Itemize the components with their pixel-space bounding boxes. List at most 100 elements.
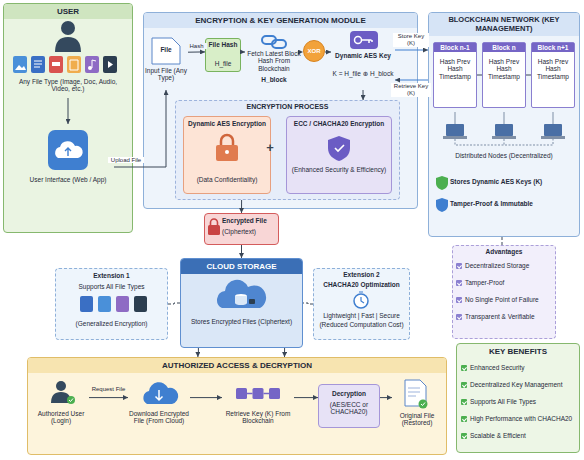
blue-shield bbox=[436, 198, 448, 212]
lock-icon-part bbox=[225, 150, 229, 154]
node-text: Tamper-Proof & Immutable bbox=[450, 200, 576, 207]
lock-icon-part bbox=[221, 135, 233, 145]
key-icon-part bbox=[350, 31, 378, 49]
connector bbox=[89, 397, 128, 398]
node-text: User Interface (Web / App) bbox=[22, 176, 114, 183]
app-icon-part bbox=[65, 148, 71, 156]
node-text: Scalable & Efficient bbox=[461, 432, 577, 439]
node-box: Block n-1Hash Prev Hash Timestamp bbox=[433, 42, 477, 108]
extension-file-icons-part bbox=[116, 296, 129, 312]
authorized-user-icon-part bbox=[69, 399, 73, 402]
laptop-icons-part bbox=[492, 136, 516, 139]
laptop-icons bbox=[443, 124, 565, 139]
file-type-icons-part bbox=[88, 66, 92, 70]
extension-file-icons-part bbox=[80, 296, 93, 312]
file-type-icons-part bbox=[49, 56, 63, 73]
blockchain-chain-icon-part bbox=[253, 388, 264, 399]
connector bbox=[303, 303, 313, 304]
node-text: Hash Prev Hash Timestamp bbox=[435, 58, 475, 80]
node-box: ENCRYPTION & KEY GENERATION MODULEFileIn… bbox=[143, 12, 418, 209]
connector bbox=[241, 245, 242, 258]
app-icon-part bbox=[55, 141, 83, 158]
cloud-icon-part bbox=[235, 296, 247, 305]
node-box: Retrieve Key (K) From Blockchain bbox=[222, 376, 294, 448]
restored-file-icon-part bbox=[405, 380, 426, 406]
node-box: ENCRYPTION PROCESS Dynamic AES Encryption… bbox=[175, 100, 400, 200]
cloud-icon-part bbox=[235, 294, 247, 298]
cloud-icon-part bbox=[249, 299, 255, 304]
node-box: Download Encrypted File (From Cloud) bbox=[128, 376, 190, 448]
connector bbox=[526, 75, 531, 76]
node-text: CLOUD STORAGE bbox=[181, 259, 302, 274]
node-text: Hash Prev Hash Timestamp bbox=[533, 58, 573, 80]
node-text: Retrieve Key (K) From Blockchain bbox=[222, 410, 294, 425]
node-text: K = H_file ⊕ H_block bbox=[332, 70, 394, 77]
file-type-icons-part bbox=[103, 56, 117, 73]
connector bbox=[380, 397, 392, 398]
node-text: Download Encrypted File (From Cloud) bbox=[126, 410, 192, 425]
node-text: Tamper-Proof bbox=[456, 279, 552, 286]
laptop-icons-part bbox=[495, 124, 513, 136]
connector bbox=[284, 348, 285, 357]
node-text: Decryption bbox=[320, 390, 378, 397]
key-icon-part bbox=[362, 40, 373, 43]
authorized-user-icon-part bbox=[56, 381, 66, 391]
node-box: ECC / CHACHA20 Encryption(Enhanced Secur… bbox=[286, 116, 392, 194]
node-text: XOR bbox=[304, 48, 324, 55]
node-text: Extension 1 bbox=[57, 272, 166, 279]
node-text: H_file bbox=[206, 60, 240, 67]
node-text: Decentralized Key Management bbox=[461, 381, 577, 388]
node-box: Block n+1Hash Prev Hash Timestamp bbox=[531, 42, 575, 108]
diagram-label: + bbox=[262, 141, 278, 156]
node-text: USER bbox=[4, 4, 132, 19]
node-text: CHACHA20 Optimization bbox=[315, 281, 408, 288]
node-text: Fetch Latest Block Hash From Blockchain bbox=[246, 50, 302, 72]
authorized-user-icon-part bbox=[51, 392, 71, 403]
node-text: ENCRYPTION & KEY GENERATION MODULE bbox=[144, 13, 417, 28]
shield-check bbox=[335, 145, 344, 151]
file-type-icons-part bbox=[13, 56, 27, 73]
node-text: Hash Prev Hash Timestamp bbox=[484, 58, 524, 80]
node-text: Decentralized Storage bbox=[456, 262, 552, 269]
node-box: Block nHash Prev Hash Timestamp bbox=[482, 42, 526, 108]
node-text: Authorized User (Login) bbox=[30, 410, 92, 425]
file-type-icons-part bbox=[92, 60, 96, 68]
node-text: Original File (Restored) bbox=[389, 412, 445, 427]
node-text: File Hash bbox=[206, 41, 240, 48]
node-text: Extension 2 bbox=[315, 271, 408, 278]
extension-file-icons bbox=[80, 296, 147, 312]
timer-icon bbox=[354, 292, 368, 308]
download-icon-part bbox=[156, 390, 163, 400]
node-text: (AES/ECC or CHACHA20) bbox=[320, 401, 378, 416]
laptop-icons-part bbox=[544, 124, 562, 136]
node-box: Dynamic AES Encryption(Data Confidential… bbox=[183, 116, 271, 194]
connector bbox=[188, 51, 205, 52]
distributed-nodes bbox=[455, 112, 553, 145]
node-box: AdvantagesDecentralized StorageTamper-Pr… bbox=[452, 245, 556, 339]
connector bbox=[114, 90, 166, 167]
node-text: Dynamic AES Key bbox=[332, 52, 394, 59]
chain-icon bbox=[262, 36, 286, 48]
node-text: (Data Confidentiality) bbox=[185, 176, 269, 183]
user-arrow bbox=[68, 98, 69, 124]
node-text: Transparent & Verifiable bbox=[456, 313, 552, 320]
small-lock-icon-part bbox=[211, 219, 218, 225]
node-text: ENCRYPTION PROCESS bbox=[176, 103, 399, 111]
key-icon-part bbox=[355, 37, 362, 44]
laptop-icons-part bbox=[541, 136, 565, 139]
node-text: Block n+1 bbox=[532, 43, 574, 52]
node-text: AUTHORIZED ACCESS & DECRYPTION bbox=[28, 358, 446, 373]
blockchain-chain-icon-part bbox=[236, 388, 247, 399]
node-box: Fetch Latest Block Hash From BlockchainH… bbox=[245, 32, 303, 92]
connector bbox=[477, 75, 482, 76]
blockchain-chain-icon-part bbox=[247, 393, 269, 395]
node-box: Original File (Restored) bbox=[392, 376, 442, 448]
file-type-icons-part bbox=[52, 62, 60, 66]
cloud-icon-part bbox=[217, 280, 266, 308]
edge-label: Hash bbox=[187, 43, 207, 50]
node-text: Enhanced Security bbox=[461, 364, 577, 371]
shield-icon bbox=[328, 136, 350, 161]
node-box: XOR bbox=[303, 40, 325, 62]
node-text: Any File Type (Image, Doc, Audio, Video,… bbox=[10, 78, 126, 93]
